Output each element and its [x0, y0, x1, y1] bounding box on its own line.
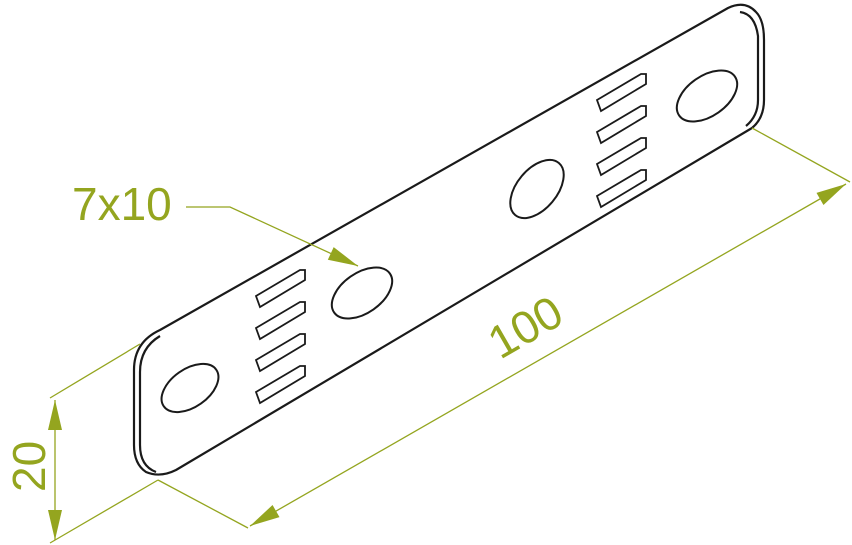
plate-thickness-edge [138, 10, 760, 474]
slotted-hole [675, 69, 739, 123]
plate-outline [132, 3, 766, 476]
width-dimension-label: 20 [3, 441, 55, 492]
dimension-lines [48, 127, 851, 544]
length-dimension-label: 100 [479, 285, 571, 368]
hole-size-label: 7x10 [72, 178, 172, 230]
slotted-hole [160, 362, 220, 414]
plate [132, 3, 766, 476]
